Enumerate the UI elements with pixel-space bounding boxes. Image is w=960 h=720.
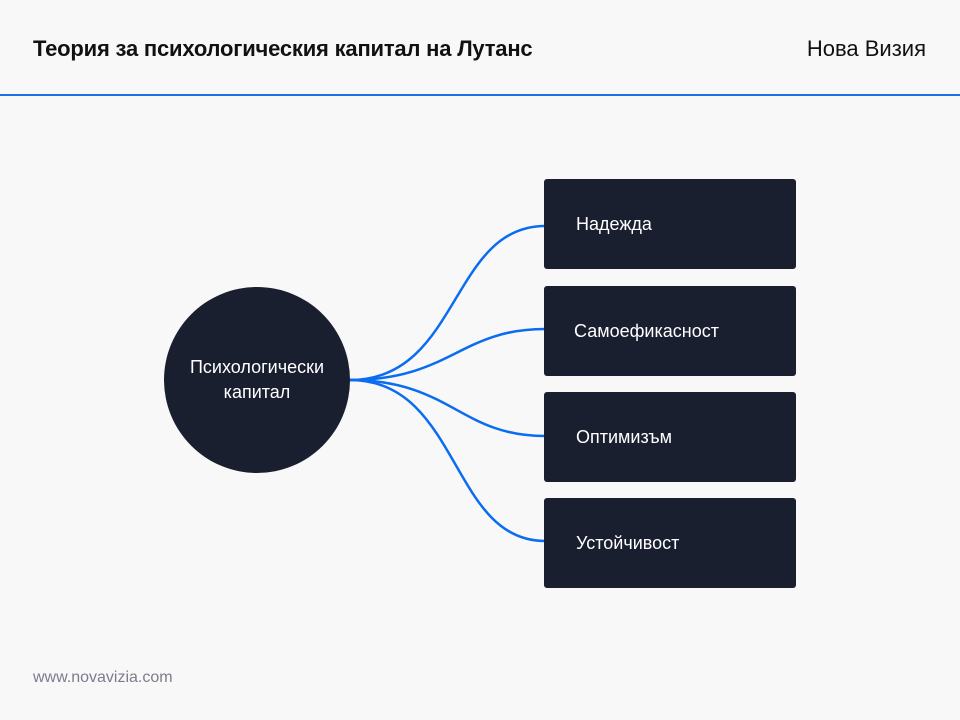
connector-resilience <box>349 378 546 543</box>
hub-label-line2: капитал <box>223 382 291 402</box>
node-label: Надежда <box>576 213 652 234</box>
node-label: Самоефикасност <box>574 320 719 341</box>
page-title: Теория за психологическия капитал на Лут… <box>33 36 533 61</box>
node-label: Оптимизъм <box>576 426 672 447</box>
connector-self-efficacy <box>349 327 546 382</box>
node-self-efficacy: Самоефикасност <box>544 286 796 376</box>
node-label: Устойчивост <box>576 532 680 553</box>
central-node-psychological-capital: Психологически капитал <box>164 287 350 473</box>
hub-label-line1: Психологически <box>189 357 325 377</box>
header-divider <box>0 94 960 96</box>
node-optimism: Оптимизъм <box>544 392 796 482</box>
node-resilience: Устойчивост <box>544 498 796 588</box>
node-hope: Надежда <box>544 179 796 269</box>
brand-name: Нова Визия <box>806 36 926 61</box>
footer-url: www.novavizia.com <box>33 669 173 686</box>
connector-hope <box>349 224 546 382</box>
connector-optimism <box>349 378 546 438</box>
